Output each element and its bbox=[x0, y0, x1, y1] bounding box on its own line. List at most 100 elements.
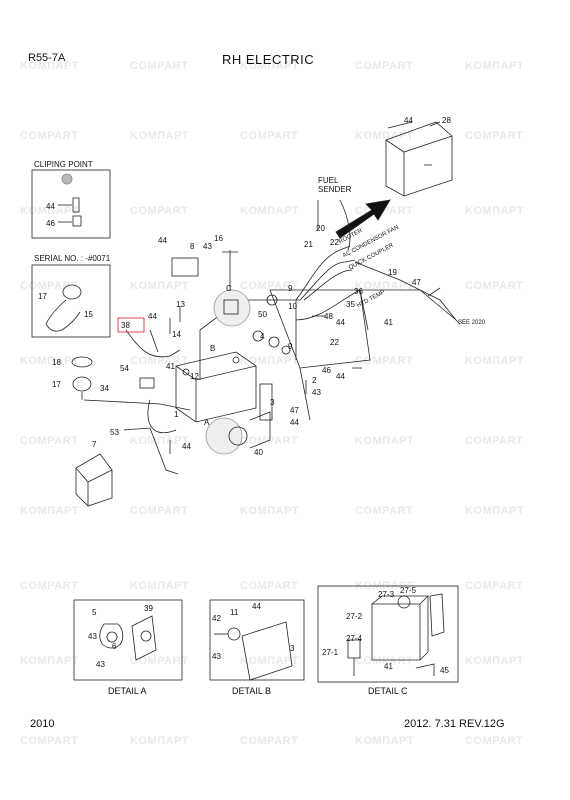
watermark-text: KOMПAPT bbox=[355, 435, 415, 447]
page-title: RH ELECTRIC bbox=[222, 52, 315, 67]
watermark-text: KOMПAPT bbox=[130, 130, 190, 142]
watermark-text: KOMПAPT bbox=[465, 655, 525, 667]
model-code: R55-7A bbox=[28, 52, 66, 64]
watermark-text: KOMПAPT bbox=[130, 735, 190, 747]
watermark-text: KOMПAPT bbox=[355, 735, 415, 747]
watermark-text: KOMПAPT bbox=[240, 505, 300, 517]
watermark-text: KOMПAPT bbox=[20, 205, 80, 217]
callout-44-38: 44 bbox=[148, 312, 157, 321]
watermark-text: COMPART bbox=[130, 655, 189, 667]
detail-b-caption: DETAIL B bbox=[232, 686, 272, 696]
callout-54: 54 bbox=[120, 364, 129, 373]
detail-c-label-27-3: 27-3 bbox=[378, 590, 395, 599]
watermark-text: KOMПAPT bbox=[240, 60, 300, 72]
callout-1: 1 bbox=[174, 410, 179, 419]
detail-a-label-43: 43 bbox=[88, 632, 97, 641]
callout-B: B bbox=[210, 344, 216, 353]
watermark-text: KOMПAPT bbox=[240, 355, 300, 367]
serial-title: SERIAL NO. : -#0071 bbox=[34, 254, 111, 263]
watermark-text: COMPART bbox=[240, 130, 299, 142]
watermark-text: KOMПAPT bbox=[20, 655, 80, 667]
detail-c-label-45: 45 bbox=[440, 666, 449, 675]
clip-label-44: 44 bbox=[46, 202, 55, 211]
detail-c-caption: DETAIL C bbox=[368, 686, 408, 696]
callout-9b: 9 bbox=[288, 342, 293, 351]
detail-c-label-27-1: 27-1 bbox=[322, 648, 339, 657]
watermark-text: COMPART bbox=[130, 355, 189, 367]
detail-a-label-5: 5 bbox=[92, 608, 97, 617]
serial-label-15: 15 bbox=[84, 310, 93, 319]
watermark-text: KOMПAPT bbox=[465, 60, 525, 72]
detail-a-frame bbox=[73, 599, 183, 681]
callout-47: 47 bbox=[412, 278, 421, 287]
callout-53: 53 bbox=[110, 428, 119, 437]
watermark-text: KOMПAPT bbox=[20, 505, 80, 517]
watermark-text: KOMПAPT bbox=[355, 280, 415, 292]
detail-c-label-27-4: 27-4 bbox=[346, 634, 363, 643]
detail-c-label-41: 41 bbox=[384, 662, 393, 671]
serial-label-17: 17 bbox=[38, 292, 47, 301]
callout-22: 22 bbox=[330, 238, 339, 247]
callout-8: 8 bbox=[190, 242, 195, 251]
watermark-text: COMPART bbox=[465, 130, 524, 142]
watermark-text: KOMПAPT bbox=[130, 580, 190, 592]
watermark-text: KOMПAPT bbox=[240, 655, 300, 667]
callout-44: 44 bbox=[404, 116, 413, 125]
detail-c-label-27-5: 27-5 bbox=[400, 586, 417, 595]
watermark-text: COMPART bbox=[355, 505, 414, 517]
callout-2: 2 bbox=[312, 376, 317, 385]
watermark-text: COMPART bbox=[130, 205, 189, 217]
callout-34: 34 bbox=[100, 384, 109, 393]
watermark-text: COMPART bbox=[130, 505, 189, 517]
watermark-text: KOMПAPT bbox=[465, 355, 525, 367]
callout-17: 17 bbox=[52, 380, 61, 389]
callout-20: 20 bbox=[316, 224, 325, 233]
callout-44g: 44 bbox=[182, 442, 191, 451]
detail-a-label-39: 39 bbox=[144, 604, 153, 613]
detail-c-frame bbox=[317, 585, 459, 683]
callout-28: 28 bbox=[442, 116, 451, 125]
watermark-text: COMPART bbox=[240, 735, 299, 747]
callout-13: 13 bbox=[176, 300, 185, 309]
clip-label-46: 46 bbox=[46, 219, 55, 228]
watermark-text: COMPART bbox=[240, 280, 299, 292]
detail-b-frame bbox=[209, 599, 305, 681]
callout-A: A bbox=[204, 418, 210, 427]
detail-b-label-3: 3 bbox=[290, 644, 295, 653]
callout-36: 36 bbox=[354, 287, 363, 296]
callout-14: 14 bbox=[172, 330, 181, 339]
callout-47b: 47 bbox=[290, 406, 299, 415]
watermark-text: COMPART bbox=[20, 580, 79, 592]
callout-43: 43 bbox=[203, 242, 212, 251]
watermark-text: KOMПAPT bbox=[20, 60, 80, 72]
callout-43b: 43 bbox=[312, 388, 321, 397]
detail-b-label-43: 43 bbox=[212, 652, 221, 661]
callout-44d: 44 bbox=[336, 372, 345, 381]
callout-41: 41 bbox=[384, 318, 393, 327]
watermark-text: COMPART bbox=[465, 735, 524, 747]
callout-4: 4 bbox=[260, 332, 265, 341]
callout-3: 3 bbox=[270, 398, 275, 407]
serial-box bbox=[31, 264, 111, 338]
callout-22b: 22 bbox=[330, 338, 339, 347]
fuel-sender-label: FUEL SENDER bbox=[318, 176, 352, 194]
watermark-text: COMPART bbox=[240, 580, 299, 592]
watermark-text: COMPART bbox=[20, 280, 79, 292]
watermark-text: COMPART bbox=[20, 435, 79, 447]
watermark-text: KOMПAPT bbox=[240, 205, 300, 217]
watermark-text: KOMПAPT bbox=[465, 205, 525, 217]
callout-C: C bbox=[226, 284, 232, 293]
watermark-text: KOMПAPT bbox=[355, 130, 415, 142]
watermark-text: COMPART bbox=[465, 280, 524, 292]
watermark-text: KOMПAPT bbox=[20, 355, 80, 367]
callout-12: 12 bbox=[190, 372, 199, 381]
watermark-text: COMPART bbox=[240, 435, 299, 447]
callout-44e: 44 bbox=[290, 418, 299, 427]
detail-b-label-44: 44 bbox=[252, 602, 261, 611]
watermark-text: KOMПAPT bbox=[130, 280, 190, 292]
detail-b-label-42: 42 bbox=[212, 614, 221, 623]
callout-21: 21 bbox=[304, 240, 313, 249]
callout-41b: 41 bbox=[166, 362, 175, 371]
revision-date: 2012. 7.31 REV.12G bbox=[404, 718, 505, 730]
